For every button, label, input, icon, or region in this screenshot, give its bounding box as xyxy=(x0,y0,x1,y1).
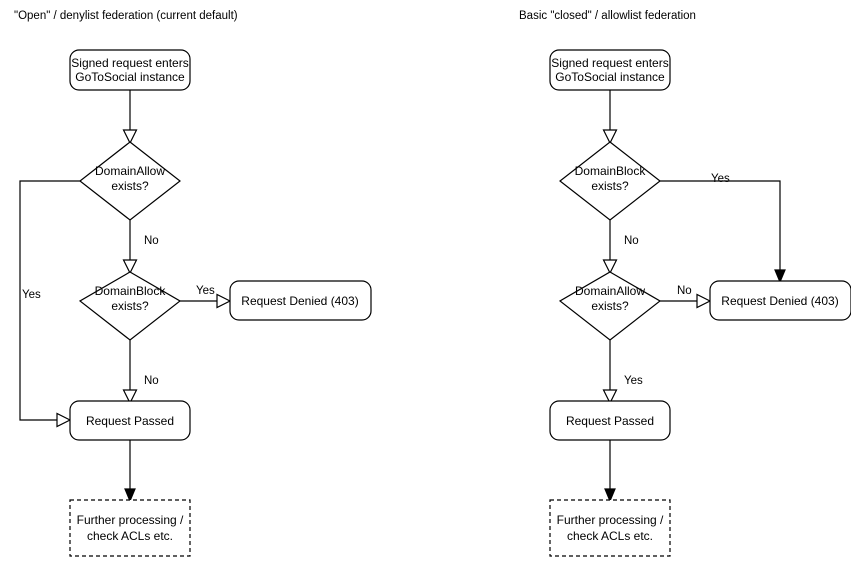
right-decision-domainblock-label-line2: exists? xyxy=(591,179,629,193)
right-further-processing-shape xyxy=(549,499,671,557)
right-further-processing-label-line1: Further processing / xyxy=(557,513,664,527)
right-edge-passed-to-further xyxy=(604,440,616,503)
left-edge-label-allow-yes: Yes xyxy=(22,289,41,301)
right-edge-label-allow-yes: Yes xyxy=(624,375,643,387)
right-edge-block-yes-to-denied: Yes xyxy=(660,173,786,284)
right-arrow-block-no-to-allow xyxy=(602,259,618,275)
left-request-denied-shape xyxy=(229,280,372,321)
right-entry-node: Signed request enters GoToSocial instanc… xyxy=(549,49,671,91)
right-request-passed-node: Request Passed xyxy=(549,400,671,441)
left-arrow-passed-to-further xyxy=(124,488,136,503)
right-arrow-allow-no-to-denied xyxy=(696,293,712,309)
left-request-denied-label: Request Denied (403) xyxy=(241,294,358,308)
right-edge-label-block-no: No xyxy=(624,235,639,247)
right-edge-label-block-yes: Yes xyxy=(711,173,730,185)
left-decision-domainblock-label-line1: DomainBlock xyxy=(95,284,167,298)
right-decision-domainallow-label-line1: DomainAllow xyxy=(575,284,645,298)
left-edge-label-allow-no: No xyxy=(144,235,159,247)
right-request-denied-shape xyxy=(709,280,851,321)
right-edge-entry-to-block xyxy=(602,90,618,145)
left-decision-domainallow-label-line2: exists? xyxy=(111,179,149,193)
right-arrow-block-yes-to-denied xyxy=(774,269,786,284)
left-further-processing-label-line2: check ACLs etc. xyxy=(87,529,173,543)
left-column-title: "Open" / denylist federation (current de… xyxy=(14,10,238,22)
right-decision-domainallow: DomainAllow exists? xyxy=(558,271,662,341)
left-arrow-allow-yes-to-passed xyxy=(56,412,72,428)
right-edge-label-allow-no: No xyxy=(677,285,692,297)
right-column-title: Basic "closed" / allowlist federation xyxy=(519,10,696,22)
left-edge-allow-yes-to-passed: Yes xyxy=(19,180,80,428)
left-decision-domainallow: DomainAllow exists? xyxy=(79,141,181,221)
right-further-processing-node: Further processing / check ACLs etc. xyxy=(549,499,671,557)
right-entry-node-label-line2: GoToSocial instance xyxy=(555,70,665,84)
right-decision-domainblock-label-line1: DomainBlock xyxy=(575,164,647,178)
left-edge-label-block-yes: Yes xyxy=(196,285,215,297)
right-edge-block-no-to-allow: No xyxy=(602,220,639,275)
left-decision-domainblock-label-line2: exists? xyxy=(111,299,149,313)
left-entry-node-label-line1: Signed request enters xyxy=(71,56,188,70)
left-edge-passed-to-further xyxy=(124,440,136,503)
left-decision-domainblock: DomainBlock exists? xyxy=(78,271,182,341)
left-further-processing-label-line1: Further processing / xyxy=(77,513,184,527)
left-arrow-block-no-to-passed xyxy=(122,389,138,405)
left-request-passed-node: Request Passed xyxy=(69,400,191,441)
left-further-processing-shape xyxy=(69,499,191,557)
left-arrow-block-yes-to-denied xyxy=(216,293,232,309)
left-edge-label-block-no: No xyxy=(144,375,159,387)
right-entry-node-label-line1: Signed request enters xyxy=(551,56,668,70)
left-edge-allow-no-to-block: No xyxy=(122,220,159,275)
right-decision-domainallow-label-line2: exists? xyxy=(591,299,629,313)
right-request-denied-label: Request Denied (403) xyxy=(721,294,838,308)
left-arrow-allow-no-to-block xyxy=(122,259,138,275)
right-arrow-passed-to-further xyxy=(604,488,616,503)
left-edge-entry-to-allow xyxy=(122,90,138,145)
left-entry-node-label-line2: GoToSocial instance xyxy=(75,70,185,84)
left-arrow-entry-to-allow xyxy=(122,129,138,145)
right-request-denied-node: Request Denied (403) xyxy=(709,280,851,321)
left-edge-block-yes-to-denied: Yes xyxy=(180,285,232,309)
right-request-passed-label: Request Passed xyxy=(566,414,654,428)
right-arrow-entry-to-block xyxy=(602,129,618,145)
left-decision-domainallow-label-line1: DomainAllow xyxy=(95,164,165,178)
right-edge-allow-yes-to-passed: Yes xyxy=(602,340,643,405)
left-entry-node: Signed request enters GoToSocial instanc… xyxy=(69,49,191,91)
left-request-denied-node: Request Denied (403) xyxy=(229,280,372,321)
right-further-processing-label-line2: check ACLs etc. xyxy=(567,529,653,543)
right-edge-allow-no-to-denied: No xyxy=(660,285,712,309)
right-decision-domainblock: DomainBlock exists? xyxy=(559,141,661,221)
left-request-passed-label: Request Passed xyxy=(86,414,174,428)
right-arrow-allow-yes-to-passed xyxy=(602,389,618,405)
left-edge-block-no-to-passed: No xyxy=(122,340,159,405)
left-further-processing-node: Further processing / check ACLs etc. xyxy=(69,499,191,557)
